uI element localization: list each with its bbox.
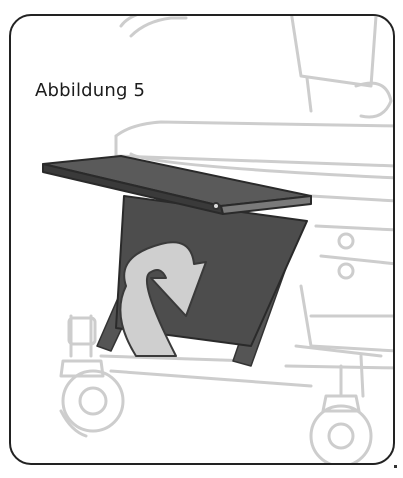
footrest-panel (115, 195, 308, 347)
figure-caption: Abbildung 5 (35, 80, 146, 101)
figure-frame: Abbildung 5 (9, 14, 395, 465)
footrest-illustration (42, 16, 393, 463)
fold-arrow-icon (119, 241, 207, 357)
footrest-board (42, 155, 312, 215)
corner-mark (394, 465, 397, 468)
chair-line-art (59, 16, 393, 463)
